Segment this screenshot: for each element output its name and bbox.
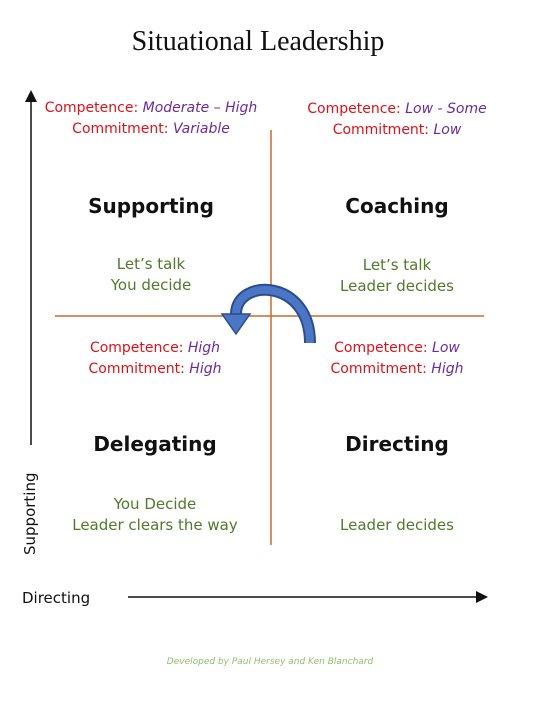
competence-line: Competence: High — [44, 338, 266, 359]
behaviour-line-2: Leader decides — [340, 277, 454, 295]
behaviour-line-1: Leader decides — [340, 516, 454, 534]
style-supporting: Supporting — [88, 194, 214, 218]
quadrant-coaching: Competence: Low - Some Commitment: Low — [282, 99, 512, 141]
competence-value: Low - Some — [405, 101, 487, 117]
behaviour-line-1: Let’s talk — [116, 255, 186, 273]
commitment-value: High — [431, 361, 464, 377]
style-coaching: Coaching — [345, 194, 449, 218]
behaviour-coaching: Let’s talk Leader decides — [282, 255, 512, 297]
commitment-line: Commitment: Low — [282, 120, 512, 141]
competence-value: Low — [432, 340, 460, 356]
competence-value: Moderate – High — [142, 100, 258, 116]
commitment-value: Variable — [172, 121, 230, 137]
quadrant-directing: Competence: Low Commitment: High — [282, 338, 512, 380]
behaviour-directing: Leader decides — [282, 515, 512, 536]
style-directing: Directing — [345, 432, 449, 456]
commitment-value: Low — [433, 122, 462, 138]
commitment-label: Commitment: — [88, 361, 185, 377]
competence-value: High — [187, 340, 221, 356]
competence-label: Competence: — [44, 100, 139, 116]
competence-label: Competence: — [89, 340, 184, 356]
quadrant-supporting: Competence: Moderate – High Commitment: … — [40, 98, 262, 140]
behaviour-line-1: Let’s talk — [362, 256, 432, 274]
credit-text: Developed by Paul Hersey and Ken Blancha… — [166, 657, 374, 667]
commitment-value: High — [189, 361, 222, 377]
commitment-line: Commitment: High — [282, 359, 512, 380]
x-axis-label: Directing — [22, 589, 91, 607]
quadrant-delegating: Competence: High Commitment: High — [44, 338, 266, 380]
behaviour-delegating: You Decide Leader clears the way — [44, 494, 266, 536]
competence-line: Competence: Low — [282, 338, 512, 359]
competence-line: Competence: Low - Some — [282, 99, 512, 120]
style-delegating: Delegating — [93, 432, 217, 456]
commitment-label: Commitment: — [332, 122, 430, 138]
behaviour-supporting: Let’s talk You decide — [40, 254, 262, 296]
competence-line: Competence: Moderate – High — [40, 98, 262, 119]
behaviour-line-1: You Decide — [113, 495, 197, 513]
commitment-line: Commitment: Variable — [40, 119, 262, 140]
behaviour-line-2: Leader clears the way — [72, 516, 238, 534]
curved-arrow-head — [220, 313, 252, 336]
competence-label: Competence: — [307, 101, 401, 117]
competence-label: Competence: — [334, 340, 428, 356]
commitment-line: Commitment: High — [44, 359, 266, 380]
y-axis-label: Supporting — [21, 472, 39, 556]
commitment-label: Commitment: — [72, 121, 169, 137]
commitment-label: Commitment: — [330, 361, 427, 377]
behaviour-line-2: You decide — [110, 276, 192, 294]
diagram-title: Situational Leadership — [131, 26, 385, 57]
